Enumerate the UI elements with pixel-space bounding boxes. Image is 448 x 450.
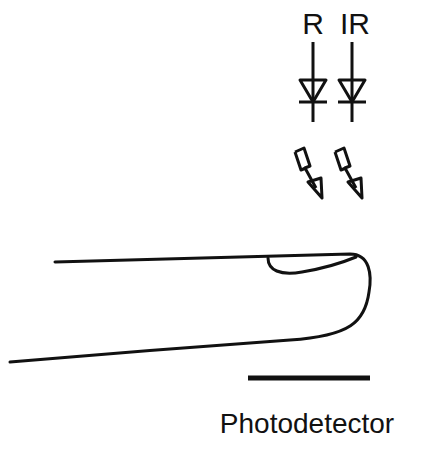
led-label: IR	[340, 9, 370, 39]
led-label: R	[302, 9, 324, 39]
finger-outline	[10, 254, 370, 362]
sensor-label: Photodetector	[220, 410, 394, 438]
infrared-led	[338, 42, 366, 122]
infrared-light-ray	[335, 148, 362, 198]
red-led	[299, 42, 327, 122]
red-light-ray	[295, 148, 322, 198]
fingernail	[268, 257, 356, 273]
photodetector-bar	[248, 376, 370, 381]
